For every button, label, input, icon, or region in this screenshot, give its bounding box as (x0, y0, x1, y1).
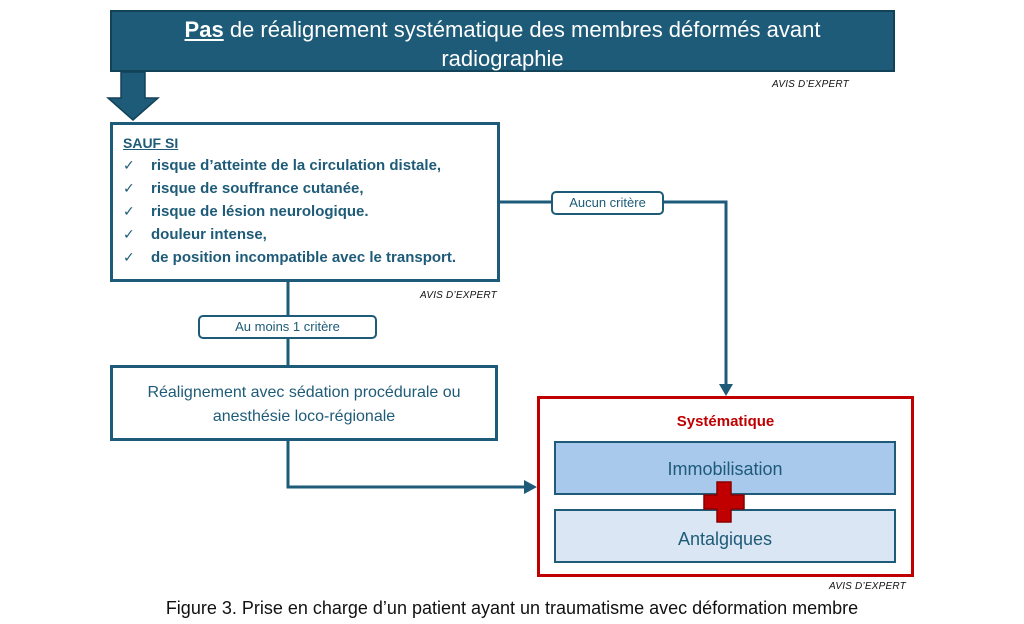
criterion-row: ✓ de position incompatible avec le transp… (123, 246, 497, 269)
edge-realign-to-systematic (286, 441, 526, 489)
realignment-line-1: Réalignement avec sédation procédurale o… (147, 384, 461, 401)
criteria-title: SAUF SI (123, 135, 179, 151)
edge-label-at-least-one: Au moins 1 critère (198, 315, 377, 339)
figure-caption: Figure 3. Prise en charge d’un patient a… (165, 598, 859, 618)
arrowhead-realign (524, 480, 537, 494)
big-down-arrow (106, 71, 160, 121)
criterion-row: ✓ douleur intense, (123, 223, 497, 246)
header-line-1: Pas de réalignement systématique des mem… (112, 15, 893, 44)
criterion-text: risque d’atteinte de la circulation dist… (151, 157, 442, 174)
header-box: Pas de réalignement systématique des mem… (110, 10, 895, 72)
criterion-row: ✓ risque d’atteinte de la circulation dis… (123, 154, 497, 177)
header-emphasis: Pas (184, 17, 224, 42)
systematic-title: Systématique (676, 413, 775, 430)
check-icon: ✓ (123, 203, 135, 219)
criterion-text: risque de lésion neurologique. (151, 203, 369, 220)
check-icon: ✓ (123, 249, 135, 265)
edge-label-none: Aucun critère (551, 191, 664, 215)
arrowhead-to-systematic (719, 384, 733, 396)
header-text-2: radiographie (441, 46, 564, 71)
criteria-box: SAUF SI ✓ risque d’atteinte de la circula… (110, 122, 500, 282)
realignment-box: Réalignement avec sédation procédurale o… (110, 365, 498, 441)
expert-label-systematic: AVIS D’EXPERT (829, 581, 906, 592)
expert-label-header: AVIS D’EXPERT (772, 79, 849, 90)
header-text-1: de réalignement systématique des membres… (223, 17, 821, 42)
criterion-text: risque de souffrance cutanée, (151, 180, 364, 197)
edge-no-criteria (500, 200, 728, 386)
criterion-text: douleur intense, (151, 226, 267, 243)
check-icon: ✓ (123, 180, 135, 196)
realignment-line-2: anesthésie loco-régionale (212, 408, 396, 425)
criterion-text: de position incompatible avec le transpo… (151, 249, 457, 266)
red-cross-icon (703, 481, 745, 523)
check-icon: ✓ (123, 226, 135, 242)
criterion-row: ✓ risque de lésion neurologique. (123, 200, 497, 223)
expert-label-criteria: AVIS D’EXPERT (420, 290, 497, 301)
check-icon: ✓ (123, 157, 135, 173)
criterion-row: ✓ risque de souffrance cutanée, (123, 177, 497, 200)
